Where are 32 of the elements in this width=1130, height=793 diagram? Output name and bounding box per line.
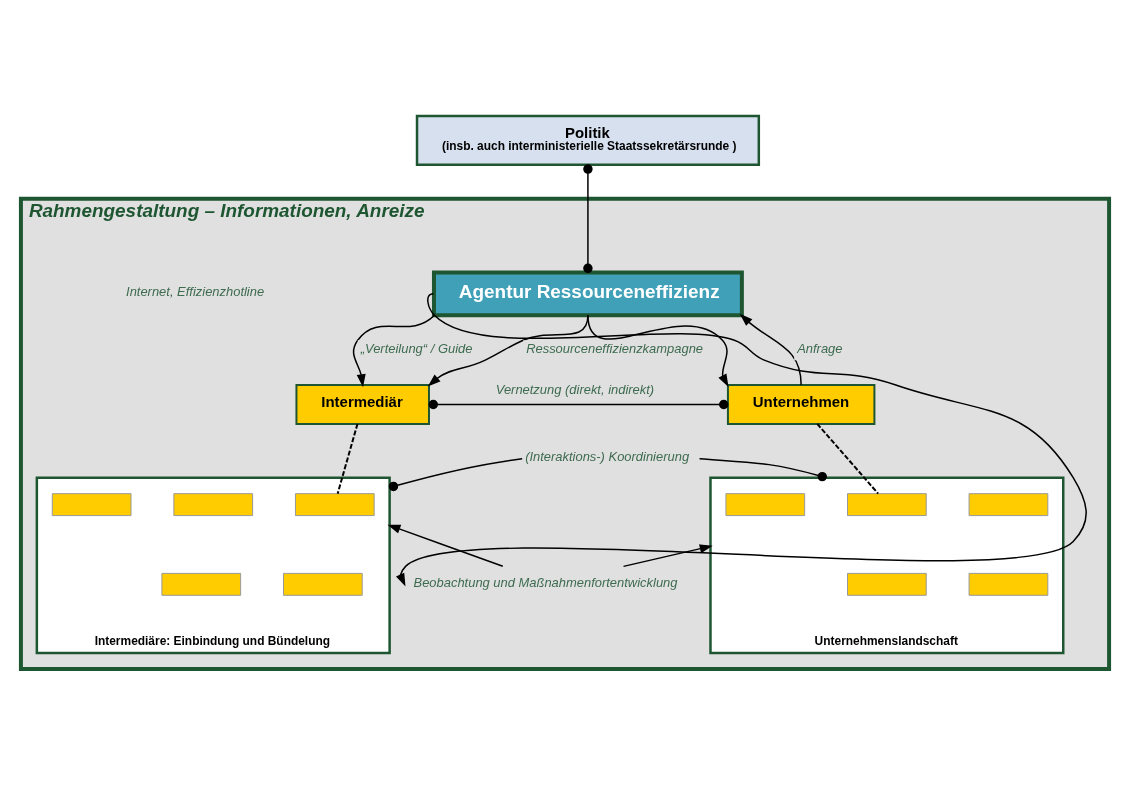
arrow bbox=[352, 314, 436, 388]
arrow bbox=[587, 314, 729, 388]
edge-label: (Interaktions-) Koordinierung bbox=[525, 449, 690, 465]
node-box bbox=[847, 572, 927, 596]
node-text: Beobachtung und Maßnahmenfortentwicklung bbox=[413, 574, 678, 590]
node-box: Intermediär bbox=[295, 384, 430, 425]
label: Internet, Effizienzhotline bbox=[126, 284, 265, 300]
cluster: Intermediäre: Einbindung und Bündelung bbox=[35, 476, 391, 655]
node-box bbox=[847, 493, 927, 517]
node-box bbox=[283, 572, 363, 596]
node-box bbox=[294, 493, 375, 517]
arrow bbox=[622, 544, 713, 568]
node-box bbox=[725, 493, 806, 517]
connector bbox=[816, 422, 880, 495]
edge-label: Vernetzung (direkt, indirekt) bbox=[495, 381, 655, 397]
node-box bbox=[51, 493, 132, 517]
node-box bbox=[968, 493, 1049, 517]
connector bbox=[336, 422, 359, 495]
edge-label: „Verteilung“ / Guide bbox=[360, 340, 473, 356]
node-box: Unternehmen bbox=[726, 384, 876, 425]
connector bbox=[428, 399, 729, 410]
cluster: Unternehmenslandschaft bbox=[709, 476, 1065, 655]
edge-label: Anfrage bbox=[797, 340, 843, 356]
edge-label: Ressourceneffizienzkampagne bbox=[526, 340, 704, 356]
node-box: Agentur Ressourceneffizienz bbox=[431, 270, 744, 318]
node-box bbox=[161, 572, 242, 596]
connector bbox=[583, 164, 593, 274]
arrow bbox=[739, 313, 802, 386]
node-box bbox=[173, 493, 254, 517]
arrow bbox=[387, 524, 504, 567]
node-box bbox=[968, 572, 1049, 596]
node-box: Politik (insb. auch interministerielle Staatssekretärsrunde ) bbox=[415, 114, 761, 167]
